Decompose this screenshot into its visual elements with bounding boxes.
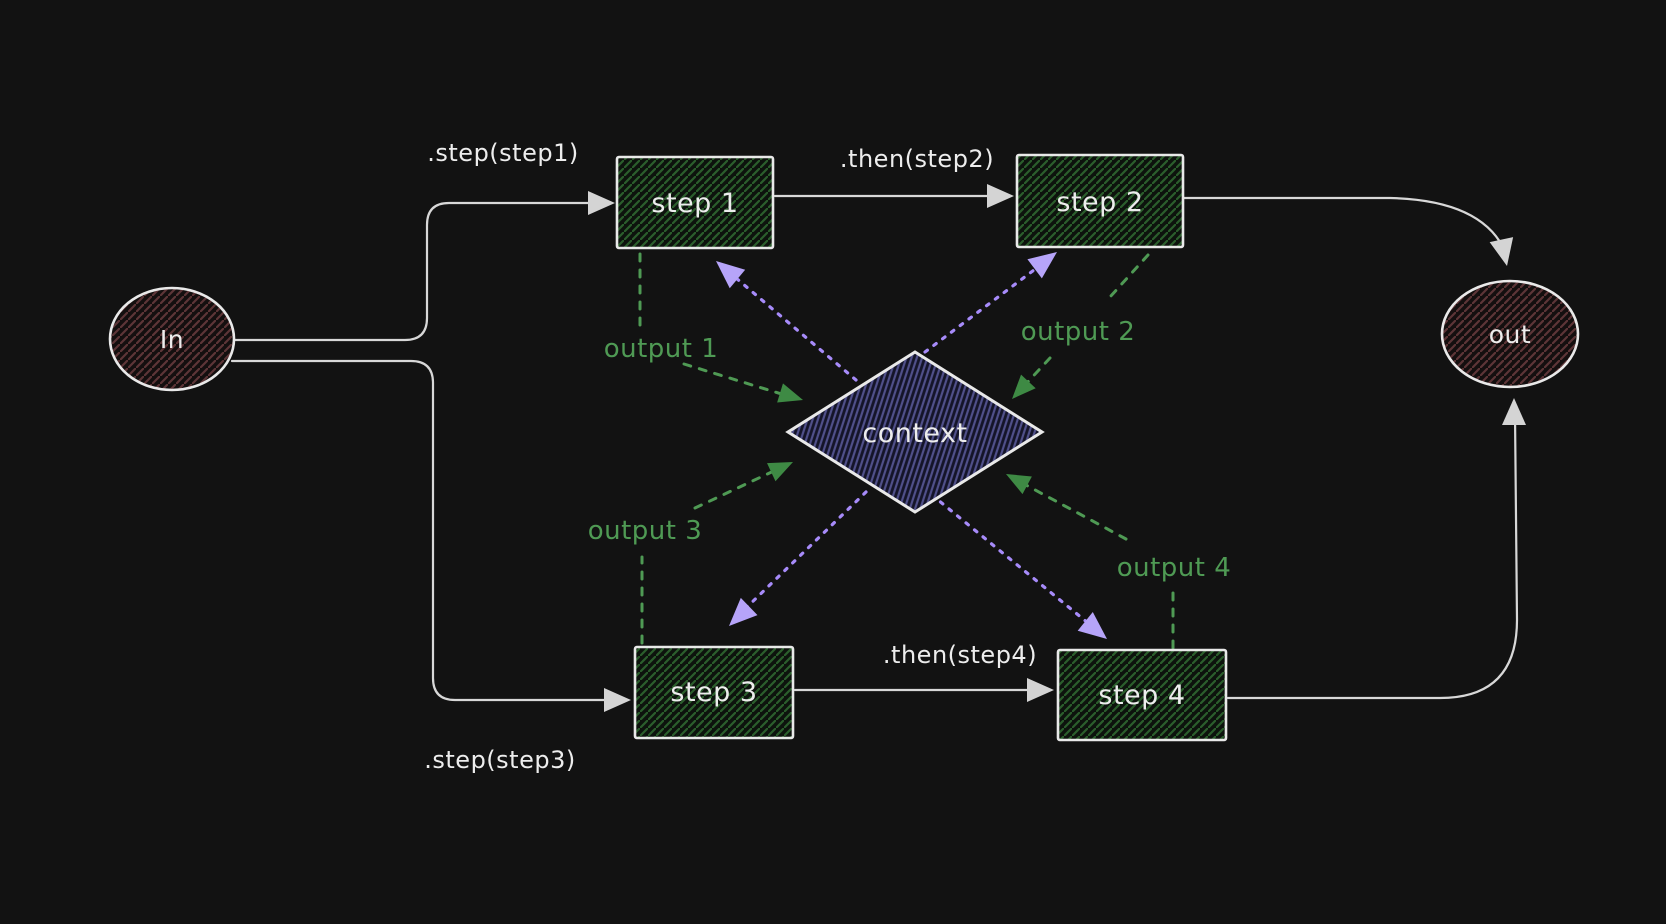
context-step2-line [923, 265, 1040, 354]
edge-in-step3 [230, 359, 631, 712]
arrowhead-output4 [1006, 474, 1032, 495]
context-step1-line [734, 276, 858, 382]
arrowhead-context-step4 [1077, 612, 1107, 639]
node-out-shape [1440, 279, 1580, 389]
output4-line-diagonal [1024, 483, 1128, 541]
output2-line-upper [1108, 253, 1150, 299]
node-in-label: In [160, 325, 184, 354]
node-step4: step 4 [1056, 648, 1228, 742]
arrowhead-context-step3 [729, 597, 758, 626]
arrowhead-step3-step4 [1027, 678, 1054, 702]
edge-step1-context-output [638, 252, 803, 403]
node-step4-label: step 4 [1098, 680, 1185, 711]
edge-context-step3 [729, 490, 868, 626]
node-out-label: out [1489, 320, 1531, 349]
edge-step3-context-output [640, 462, 793, 645]
arrowhead-step4-out [1502, 398, 1526, 425]
edge-context-step1 [716, 261, 858, 382]
context-step4-line [930, 493, 1090, 625]
arrowhead-context-step1 [716, 261, 746, 289]
arrowhead-context-step2 [1027, 252, 1057, 279]
node-step3: step 3 [633, 645, 795, 740]
node-step2-shape [1015, 153, 1185, 249]
label-step-step3: .step(step3) [424, 746, 575, 774]
node-context-shape [785, 350, 1045, 514]
node-step3-label: step 3 [670, 677, 757, 708]
arrowhead-in-step3 [604, 688, 631, 712]
label-output3: output 3 [588, 516, 703, 546]
output1-line-diagonal [682, 362, 790, 398]
arrowhead-step2-out [1489, 237, 1514, 266]
node-step3-shape [633, 645, 795, 740]
edge-step1-step2 [773, 184, 1014, 208]
arrowhead-output1 [777, 383, 803, 403]
node-step1-label: step 1 [651, 188, 738, 219]
label-step-step1: .step(step1) [427, 139, 578, 167]
node-step2: step 2 [1015, 153, 1185, 249]
edge-step4-out-line [1226, 412, 1519, 700]
edge-step2-context-output [1012, 253, 1150, 399]
edge-context-step4 [930, 493, 1107, 639]
node-in: In [108, 286, 236, 392]
edge-in-step3-line [230, 359, 617, 702]
label-output1: output 1 [604, 334, 719, 364]
edge-in-step1 [232, 191, 615, 342]
output2-line-lower [1022, 356, 1052, 388]
node-step1-shape [615, 155, 775, 250]
arrowhead-output3 [767, 462, 793, 482]
edge-in-step1-line [232, 201, 600, 342]
arrowhead-step1-step2 [987, 184, 1014, 208]
arrowhead-output2 [1012, 374, 1036, 399]
arrowhead-in-step1 [588, 191, 615, 215]
node-step2-label: step 2 [1056, 187, 1143, 218]
node-out: out [1440, 279, 1580, 389]
edge-step4-out [1226, 398, 1526, 700]
node-step1: step 1 [615, 155, 775, 250]
output3-line-diagonal [693, 467, 780, 510]
label-then-step4: .then(step4) [883, 641, 1037, 669]
node-step4-shape [1056, 648, 1228, 742]
label-then-step2: .then(step2) [840, 145, 994, 173]
edge-step2-out-line [1182, 196, 1505, 249]
label-output2: output 2 [1021, 317, 1136, 347]
label-output4: output 4 [1117, 553, 1232, 583]
node-context: context [785, 350, 1045, 514]
edge-step4-context-output [1006, 474, 1175, 650]
edge-context-step2 [923, 252, 1057, 354]
edge-step2-out [1182, 196, 1514, 266]
edge-step3-step4 [793, 678, 1054, 702]
node-in-shape [108, 286, 236, 392]
node-context-label: context [862, 418, 967, 449]
